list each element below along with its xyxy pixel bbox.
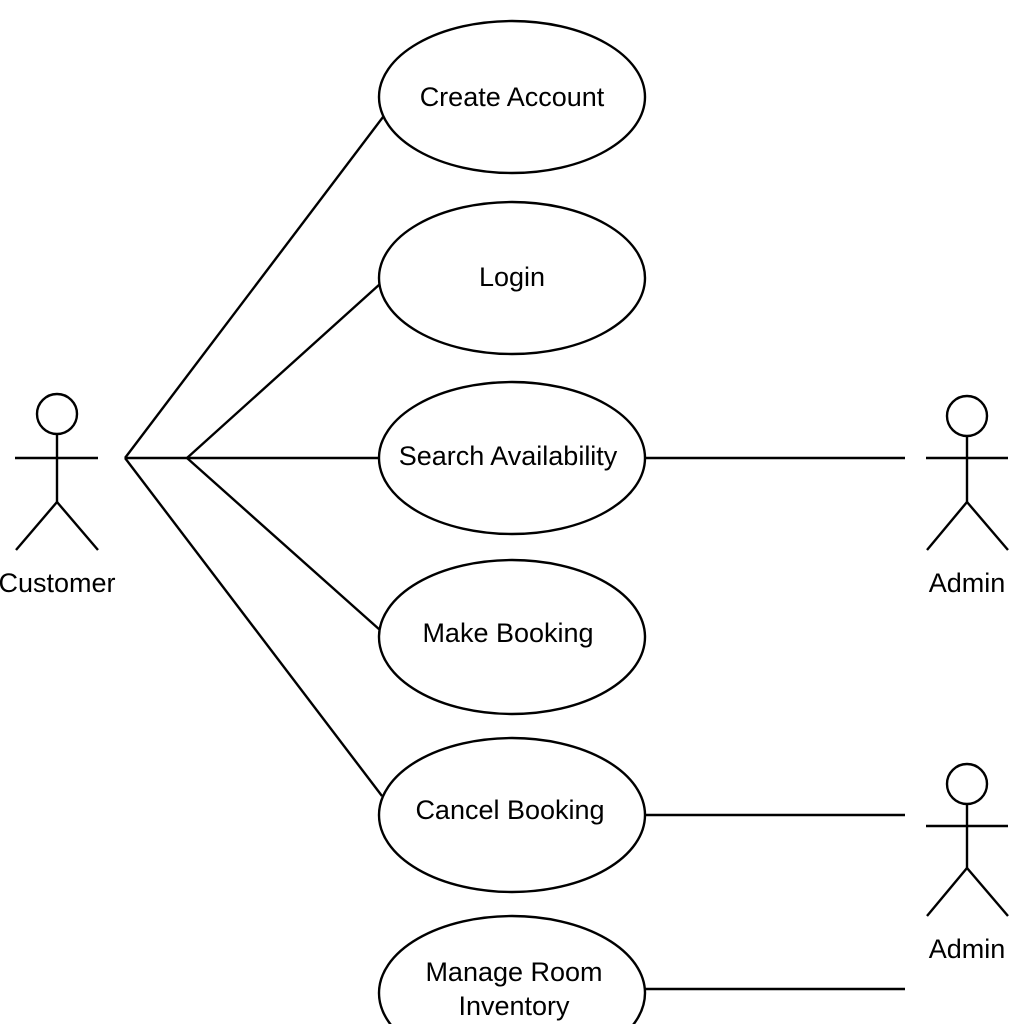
use-case-label: Search Availability xyxy=(399,441,618,471)
use-case-ellipse xyxy=(377,736,647,894)
stick-figure-icon xyxy=(15,392,99,551)
association-customer-create-account xyxy=(124,116,384,459)
stick-figure-icon xyxy=(926,394,1009,551)
associations xyxy=(124,116,905,991)
use-case-label: Login xyxy=(479,262,545,292)
actor-admin-top[interactable]: Admin xyxy=(926,394,1009,598)
actor-admin-bottom[interactable]: Admin xyxy=(926,762,1009,964)
use-case-login[interactable]: Login xyxy=(377,200,647,356)
association-customer-make-booking xyxy=(186,457,381,631)
use-case-ellipse xyxy=(377,19,647,175)
actor-label: Customer xyxy=(0,568,116,598)
use-case-ellipse xyxy=(377,380,647,536)
use-case-label-line1: Manage Room xyxy=(425,957,602,987)
use-case-ellipse xyxy=(377,558,647,716)
use-case-cancel-booking[interactable]: Cancel Booking xyxy=(377,736,647,894)
actor-label: Admin xyxy=(929,568,1006,598)
use-case-label: Cancel Booking xyxy=(415,795,604,825)
use-case-label: Make Booking xyxy=(422,618,593,648)
stick-figure-icon xyxy=(926,762,1009,917)
use-case-manage-room-inventory[interactable]: Manage Room Inventory xyxy=(377,914,647,1024)
use-case-ellipse xyxy=(377,200,647,356)
actor-customer[interactable]: Customer xyxy=(0,392,116,598)
association-customer-cancel-booking xyxy=(124,457,383,797)
use-case-label-line2: Inventory xyxy=(458,991,570,1021)
use-case-make-booking[interactable]: Make Booking xyxy=(377,558,647,716)
use-case-create-account[interactable]: Create Account xyxy=(377,19,647,175)
use-case-ellipse xyxy=(377,914,647,1024)
use-case-label: Create Account xyxy=(420,82,605,112)
actor-label: Admin xyxy=(929,934,1006,964)
use-case-search-availability[interactable]: Search Availability xyxy=(377,380,647,536)
association-customer-login xyxy=(186,283,381,459)
